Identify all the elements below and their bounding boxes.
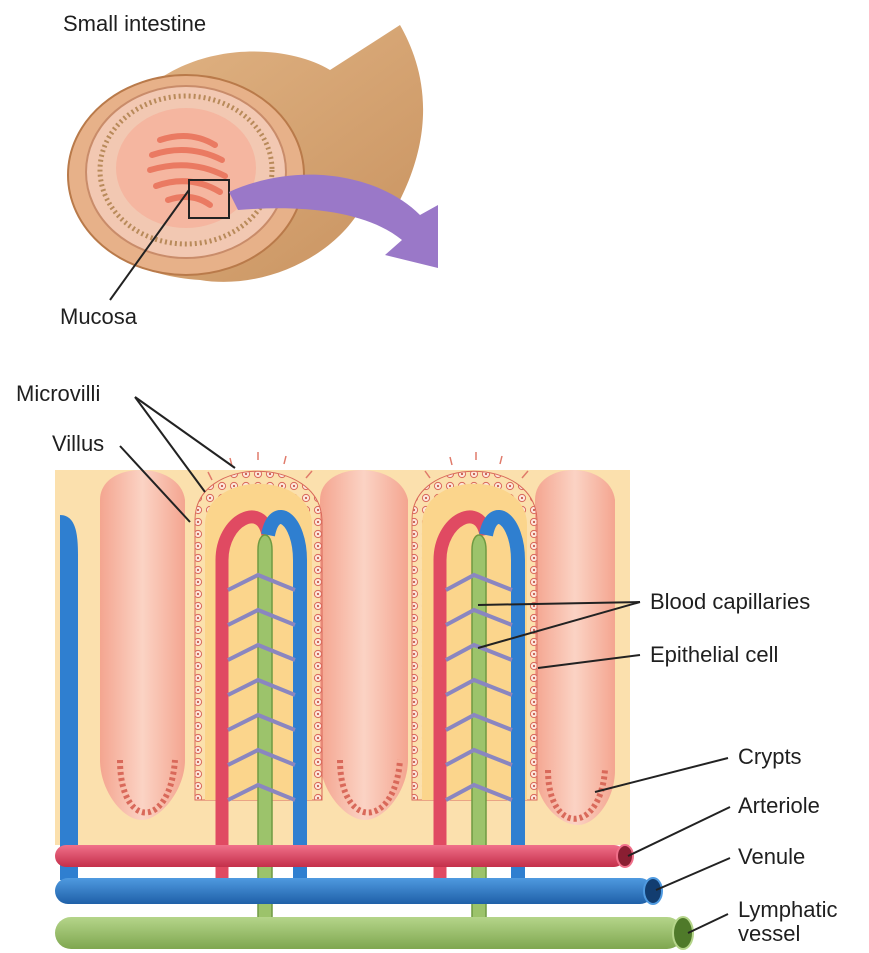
villus-rear-2	[320, 470, 408, 820]
venule-leader	[656, 858, 730, 890]
microvilli-leader-1	[135, 397, 235, 468]
lymphatic-main	[55, 917, 683, 949]
villus-1-lacteal	[258, 535, 272, 930]
left-venule-riser	[60, 515, 78, 880]
venule-main	[55, 878, 653, 904]
label-epithelial-cell: Epithelial cell	[650, 643, 778, 667]
label-microvilli: Microvilli	[16, 382, 100, 406]
label-lymphatic-vessel: Lymphatic vessel	[738, 898, 868, 946]
label-villus: Villus	[52, 432, 104, 456]
villi-illustration	[55, 452, 693, 949]
small-intestine-illustration	[68, 25, 438, 300]
arteriole-main	[55, 845, 625, 867]
label-arteriole: Arteriole	[738, 794, 820, 818]
label-mucosa: Mucosa	[60, 305, 137, 329]
label-crypts: Crypts	[738, 745, 802, 769]
arteriole-leader	[628, 807, 730, 856]
arteriole-opening	[617, 845, 633, 867]
villus-2-lacteal	[472, 535, 486, 930]
venule-opening	[644, 878, 662, 904]
label-venule: Venule	[738, 845, 805, 869]
lymphatic-leader	[688, 914, 728, 933]
label-small-intestine: Small intestine	[63, 12, 206, 36]
label-blood-capillaries: Blood capillaries	[650, 590, 810, 614]
